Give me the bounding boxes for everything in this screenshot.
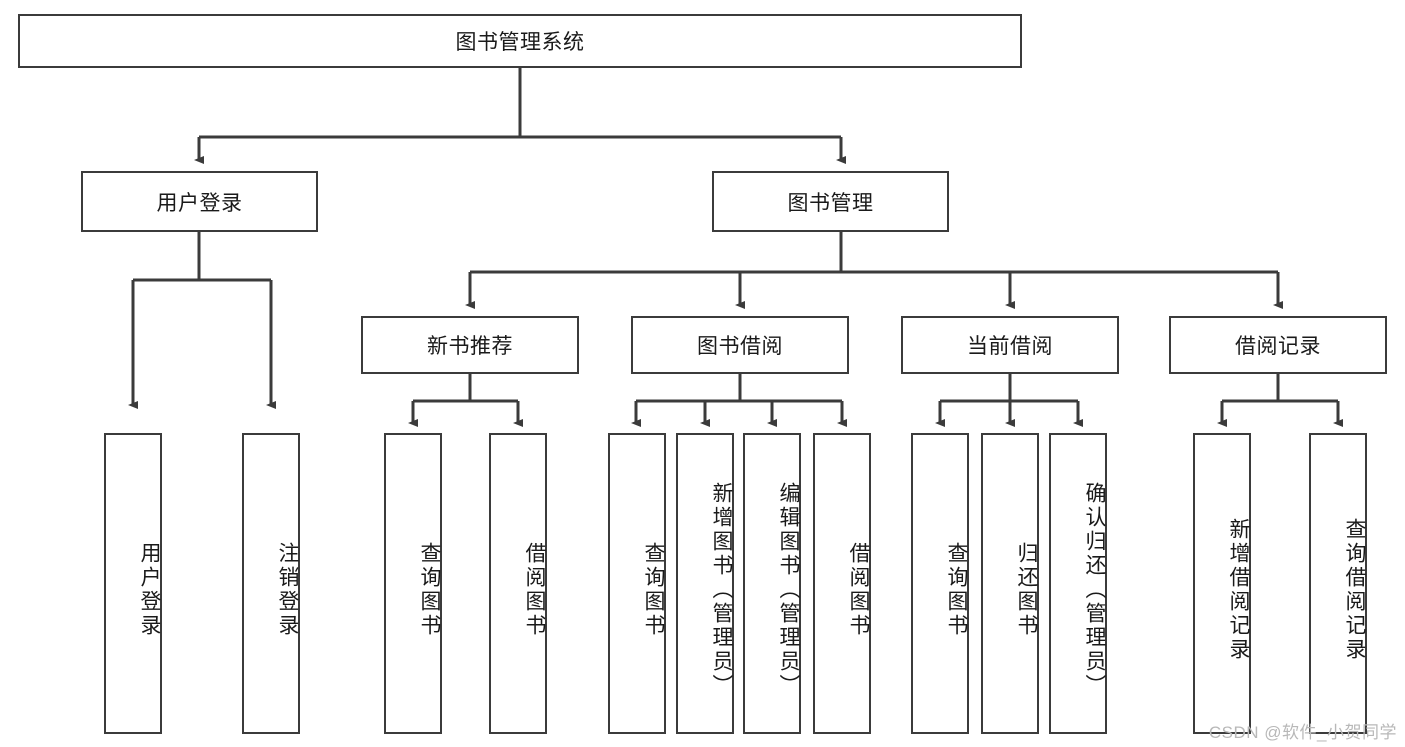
node-leaf-confirm-return-label: 确认归还（管理员） <box>1083 481 1106 698</box>
node-root[interactable]: 图书管理系统 <box>18 14 1022 68</box>
node-leaf-query-record[interactable]: 查询借阅记录 <box>1309 433 1367 734</box>
node-root-label: 图书管理系统 <box>455 31 585 54</box>
node-leaf-borrow-book-1[interactable]: 借阅图书 <box>489 433 547 734</box>
node-leaf-borrow-book-1-label: 借阅图书 <box>523 541 546 638</box>
node-leaf-query-book-1[interactable]: 查询图书 <box>384 433 442 734</box>
node-leaf-borrow-book-2[interactable]: 借阅图书 <box>813 433 871 734</box>
watermark-text: CSDN @软件_小贺同学 <box>1208 723 1397 742</box>
node-leaf-return-book[interactable]: 归还图书 <box>981 433 1039 734</box>
node-leaf-query-book-2[interactable]: 查询图书 <box>608 433 666 734</box>
node-leaf-edit-book-label: 编辑图书（管理员） <box>777 481 800 698</box>
node-book-management[interactable]: 图书管理 <box>712 171 949 232</box>
node-leaf-return-book-label: 归还图书 <box>1015 541 1038 638</box>
node-new-book-recommend-label: 新书推荐 <box>427 335 513 358</box>
node-leaf-query-book-3[interactable]: 查询图书 <box>911 433 969 734</box>
node-book-borrow-label: 图书借阅 <box>697 335 783 358</box>
node-book-management-label: 图书管理 <box>787 191 874 215</box>
node-leaf-user-login-label: 用户登录 <box>138 541 161 638</box>
node-leaf-confirm-return[interactable]: 确认归还（管理员） <box>1049 433 1107 734</box>
node-leaf-query-record-label: 查询借阅记录 <box>1343 517 1366 662</box>
node-borrow-records[interactable]: 借阅记录 <box>1169 316 1387 374</box>
node-leaf-add-book-label: 新增图书（管理员） <box>710 481 733 698</box>
node-leaf-logout-login[interactable]: 注销登录 <box>242 433 300 734</box>
node-leaf-add-book[interactable]: 新增图书（管理员） <box>676 433 734 734</box>
node-book-borrow[interactable]: 图书借阅 <box>631 316 849 374</box>
node-current-borrow-label: 当前借阅 <box>967 335 1053 358</box>
node-leaf-add-record[interactable]: 新增借阅记录 <box>1193 433 1251 734</box>
node-leaf-query-book-3-label: 查询图书 <box>945 541 968 638</box>
node-leaf-logout-login-label: 注销登录 <box>276 541 299 638</box>
node-leaf-query-book-2-label: 查询图书 <box>642 541 665 638</box>
node-new-book-recommend[interactable]: 新书推荐 <box>361 316 579 374</box>
node-borrow-records-label: 借阅记录 <box>1235 335 1321 358</box>
node-user-login[interactable]: 用户登录 <box>81 171 318 232</box>
node-leaf-query-book-1-label: 查询图书 <box>418 541 441 638</box>
node-current-borrow[interactable]: 当前借阅 <box>901 316 1119 374</box>
node-user-login-label: 用户登录 <box>156 191 243 215</box>
node-leaf-borrow-book-2-label: 借阅图书 <box>847 541 870 638</box>
node-leaf-edit-book[interactable]: 编辑图书（管理员） <box>743 433 801 734</box>
node-leaf-user-login[interactable]: 用户登录 <box>104 433 162 734</box>
node-leaf-add-record-label: 新增借阅记录 <box>1227 517 1250 662</box>
